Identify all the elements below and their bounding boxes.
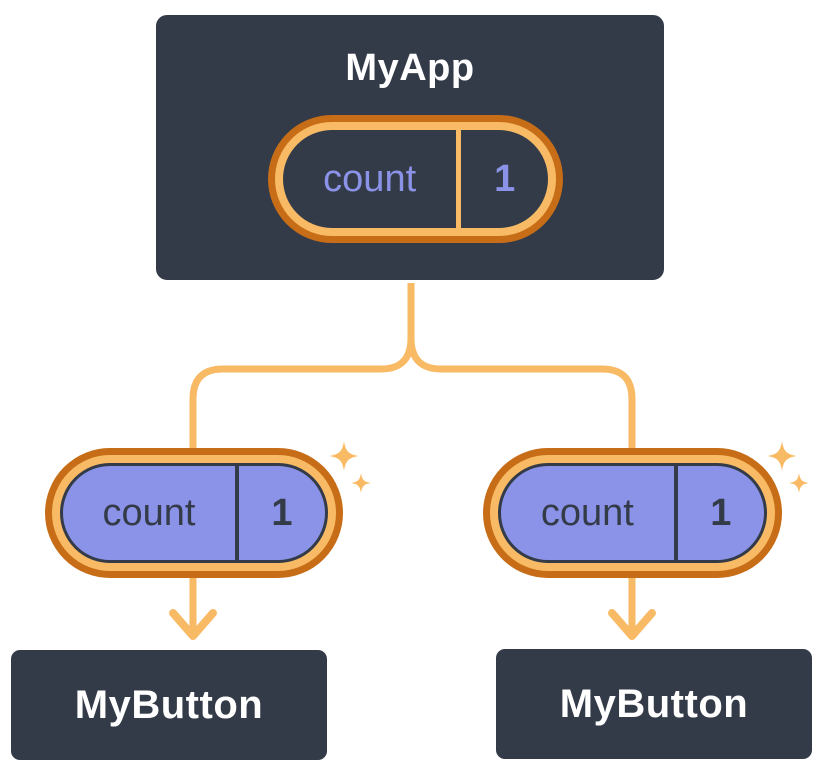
component-node-mybutton-left: MyButton [8, 647, 330, 763]
state-value: 1 [271, 491, 293, 534]
sparkle-icon [351, 473, 371, 493]
state-pill-core: count 1 [498, 463, 767, 563]
state-name-cell: count [501, 466, 674, 560]
state-value: 1 [710, 491, 732, 534]
state-name: count [540, 491, 634, 534]
sparkle-icon [789, 473, 809, 493]
state-name: count [102, 491, 196, 534]
state-value-cell: 1 [678, 466, 764, 560]
component-node-myapp: MyApp count 1 [153, 12, 667, 283]
arrow-right-head-icon [608, 609, 656, 640]
state-pill-right-child: count 1 [483, 448, 782, 578]
state-value-cell: 1 [461, 130, 548, 228]
pill-divider [673, 466, 678, 560]
component-title: MyApp [345, 47, 475, 89]
state-pill-root: count 1 [268, 115, 563, 243]
state-name-cell: count [283, 130, 456, 228]
component-title: MyButton [559, 681, 749, 726]
state-value: 1 [494, 157, 516, 200]
state-pill-core: count 1 [283, 130, 548, 228]
state-name: count [323, 157, 417, 200]
component-title: MyButton [74, 682, 264, 727]
connector-root-to-left-child [189, 279, 415, 452]
state-value-cell: 1 [239, 466, 325, 560]
connector-root-to-right-child [407, 279, 636, 452]
component-node-mybutton-right: MyButton [493, 646, 815, 762]
pill-divider [456, 130, 462, 228]
pill-divider [235, 466, 239, 560]
arrow-left-head-icon [169, 609, 217, 640]
sparkle-icon [767, 441, 797, 471]
state-pill-core: count 1 [60, 463, 328, 563]
sparkle-icon [329, 441, 359, 471]
state-name-cell: count [63, 466, 235, 560]
state-pill-left-child: count 1 [45, 448, 343, 578]
